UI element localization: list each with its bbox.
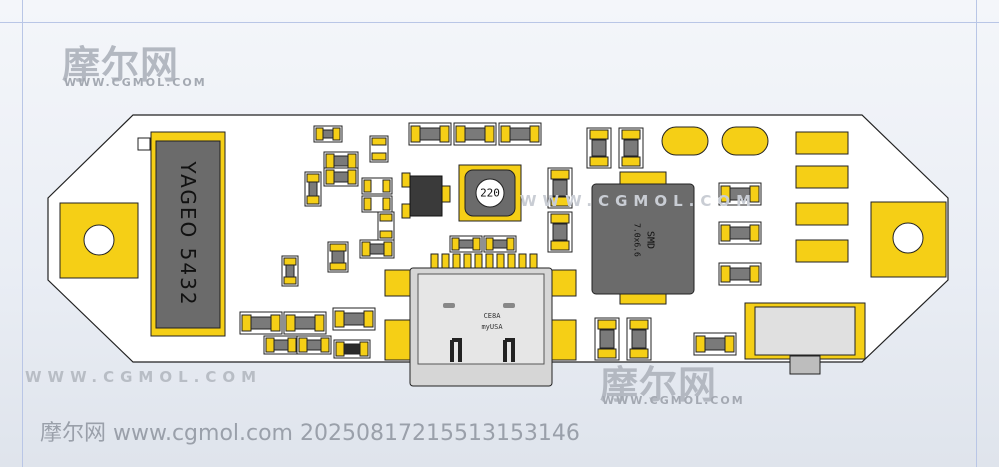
watermark-site-mid: WWW.CGMOL.COM [520, 192, 758, 210]
watermark-brand-bottom: 摩尔网 [600, 363, 718, 407]
watermark-site-top-left: www.cgmol.com [64, 76, 207, 89]
watermark-brand-top-left: 摩尔网 [62, 43, 180, 87]
passive-components [239, 122, 762, 361]
left-guide-line [22, 0, 23, 467]
top-guide-line [0, 22, 999, 23]
slide-switch [744, 302, 866, 375]
crystal-label: YAGEO 5432 [176, 161, 200, 307]
watermark-site-bottom: www.cgmol.com [602, 394, 745, 407]
inductor-small-label: 220 [480, 186, 500, 200]
inductor-small [458, 164, 522, 222]
left-mounting-pad [59, 202, 139, 279]
watermark-site-wide: WWW.CGMOL.COM [25, 368, 263, 386]
right-mounting-pad [870, 201, 947, 278]
image-caption: 摩尔网 www.cgmol.com 20250817215513153146 [40, 421, 580, 446]
crystal-component [137, 131, 226, 337]
right-guide-line [976, 0, 977, 467]
edge-pads [661, 126, 849, 263]
inductor-large-sublabel: 7.0x6.6 [632, 223, 642, 257]
inductor-large [591, 171, 695, 305]
usb-c-connector [384, 253, 577, 387]
usb-mark-1: CE8A [483, 312, 501, 320]
usb-mark-2: myUSA [481, 323, 503, 331]
sot23-chip [401, 172, 451, 219]
inductor-large-label: SMD [644, 230, 656, 250]
